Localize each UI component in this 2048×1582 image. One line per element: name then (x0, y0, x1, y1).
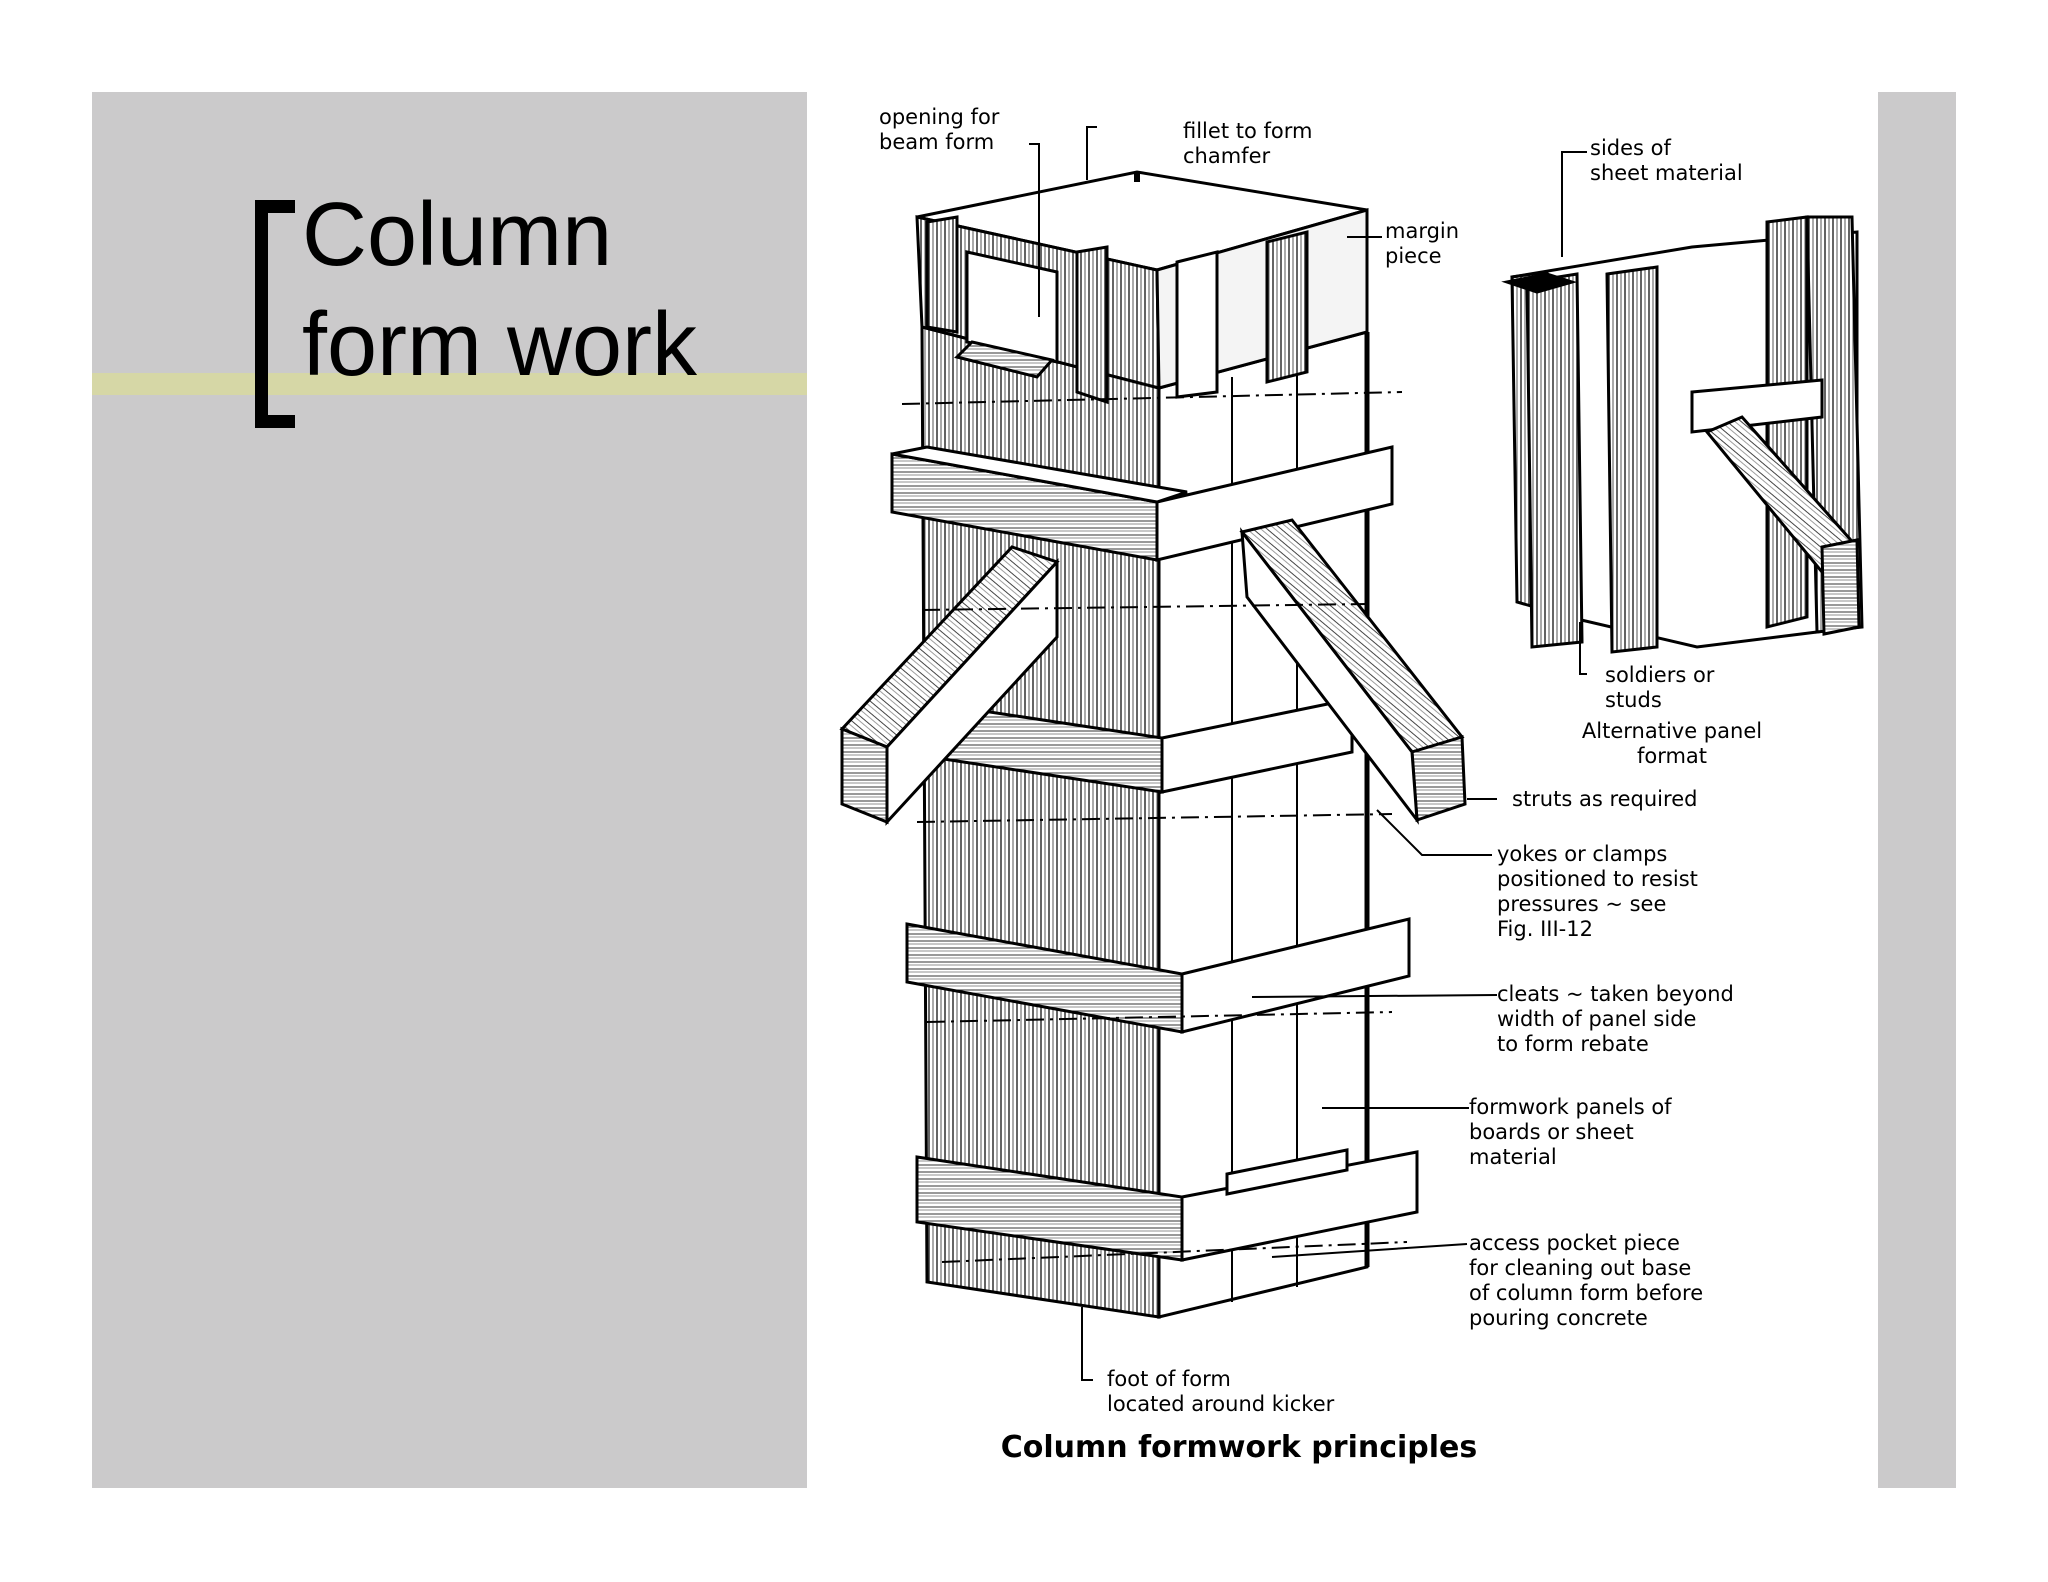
label-yokes-or-clamps: yokes or clamps positioned to resist pre… (1497, 842, 1698, 941)
label-opening-for-beam-form: opening for beam form (879, 105, 1000, 154)
label-fillet-line-2: chamfer (1183, 144, 1270, 168)
leader-lines (1029, 126, 1587, 1381)
label-panels-line-1: formwork panels of (1469, 1095, 1672, 1119)
yoke-3 (905, 917, 1411, 1034)
label-yokes-line-2: positioned to resist (1497, 867, 1698, 891)
label-fillet: fillet to form chamfer (1183, 119, 1312, 168)
label-cleats-line-2: width of panel side (1497, 1007, 1696, 1031)
yoke-2 (935, 697, 1354, 794)
alternative-panel-drawing (1501, 215, 1864, 654)
label-opening-line-1: opening for (879, 105, 1000, 129)
label-access-pocket: access pocket piece for cleaning out bas… (1469, 1231, 1703, 1330)
slide-title-line-1: Column (302, 185, 613, 285)
label-foot-line-2: located around kicker (1107, 1392, 1335, 1416)
label-margin-piece: margin piece (1385, 219, 1459, 268)
label-soldiers-line-2: studs (1605, 688, 1662, 712)
label-alternative-line-1: Alternative panel (1582, 719, 1762, 743)
slide-title: Column form work (302, 180, 782, 400)
label-struts-line-1: struts as required (1512, 787, 1697, 811)
figure-caption: Column formwork principles (1001, 1430, 1478, 1465)
strut-left (839, 545, 1060, 826)
label-cleats: cleats ~ taken beyond width of panel sid… (1497, 982, 1734, 1056)
slide-title-line-2: form work (302, 295, 698, 395)
label-foot-line-1: foot of form (1107, 1367, 1231, 1391)
label-yokes-line-3: pressures ~ see (1497, 892, 1666, 916)
label-cleats-line-1: cleats ~ taken beyond (1497, 982, 1734, 1006)
label-alternative-panel-format: Alternative panel format (1582, 719, 1762, 768)
label-panels-line-2: boards or sheet (1469, 1120, 1634, 1144)
column-formwork-figure: opening for beam form fillet to form cha… (807, 92, 1878, 1488)
tie-lines (901, 391, 1408, 1263)
label-foot-of-form: foot of form located around kicker (1107, 1367, 1335, 1416)
label-alternative-line-2: format (1637, 744, 1707, 768)
label-fillet-line-1: fillet to form (1183, 119, 1312, 143)
label-opening-line-2: beam form (879, 130, 994, 154)
label-yokes-line-1: yokes or clamps (1497, 842, 1667, 866)
column-top (915, 170, 1369, 405)
yoke-1 (890, 445, 1394, 562)
label-sides-of-sheet-material: sides of sheet material (1590, 136, 1743, 185)
title-bracket (255, 200, 295, 428)
label-formwork-panels: formwork panels of boards or sheet mater… (1469, 1095, 1672, 1169)
label-access-line-3: of column form before (1469, 1281, 1703, 1305)
label-cleats-line-3: to form rebate (1497, 1032, 1649, 1056)
yoke-4 (915, 1148, 1419, 1262)
slide-background-panel (92, 92, 807, 1488)
strut-right (1239, 518, 1467, 825)
label-access-line-1: access pocket piece (1469, 1231, 1680, 1255)
title-accent-bar (92, 373, 807, 395)
label-sides-line-2: sheet material (1590, 161, 1743, 185)
label-margin-line-2: piece (1385, 244, 1442, 268)
slide-right-strip (1878, 92, 1956, 1488)
label-panels-line-3: material (1469, 1145, 1557, 1169)
label-yokes-line-4: Fig. III-12 (1497, 917, 1593, 941)
label-soldiers-line-1: soldiers or (1605, 663, 1715, 687)
label-access-line-2: for cleaning out base (1469, 1256, 1691, 1280)
label-access-line-4: pouring concrete (1469, 1306, 1648, 1330)
label-struts: struts as required (1512, 787, 1697, 811)
column-formwork-drawing: opening for beam form fillet to form cha… (839, 105, 1864, 1465)
label-soldiers-or-studs: soldiers or studs (1605, 663, 1715, 712)
label-sides-line-1: sides of (1590, 136, 1671, 160)
label-margin-line-1: margin (1385, 219, 1459, 243)
